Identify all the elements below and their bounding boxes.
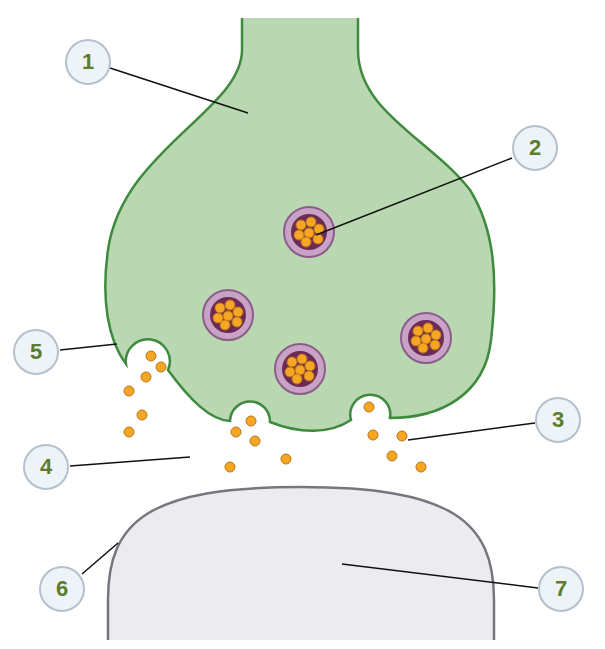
callout-number: 1 (65, 39, 111, 85)
callout-number: 5 (13, 329, 59, 375)
callout-number: 4 (23, 444, 69, 490)
neurotransmitters (124, 351, 426, 472)
callout-number: 6 (39, 566, 85, 612)
postsynaptic-outline (108, 487, 494, 640)
synaptic-vesicles (203, 207, 451, 394)
callout-number: 7 (538, 566, 584, 612)
leader-lines (60, 68, 538, 588)
presynaptic-terminal (105, 18, 494, 431)
callout-number: 2 (512, 125, 558, 171)
postsynaptic-membrane (108, 487, 494, 640)
callout-number: 3 (535, 397, 581, 443)
